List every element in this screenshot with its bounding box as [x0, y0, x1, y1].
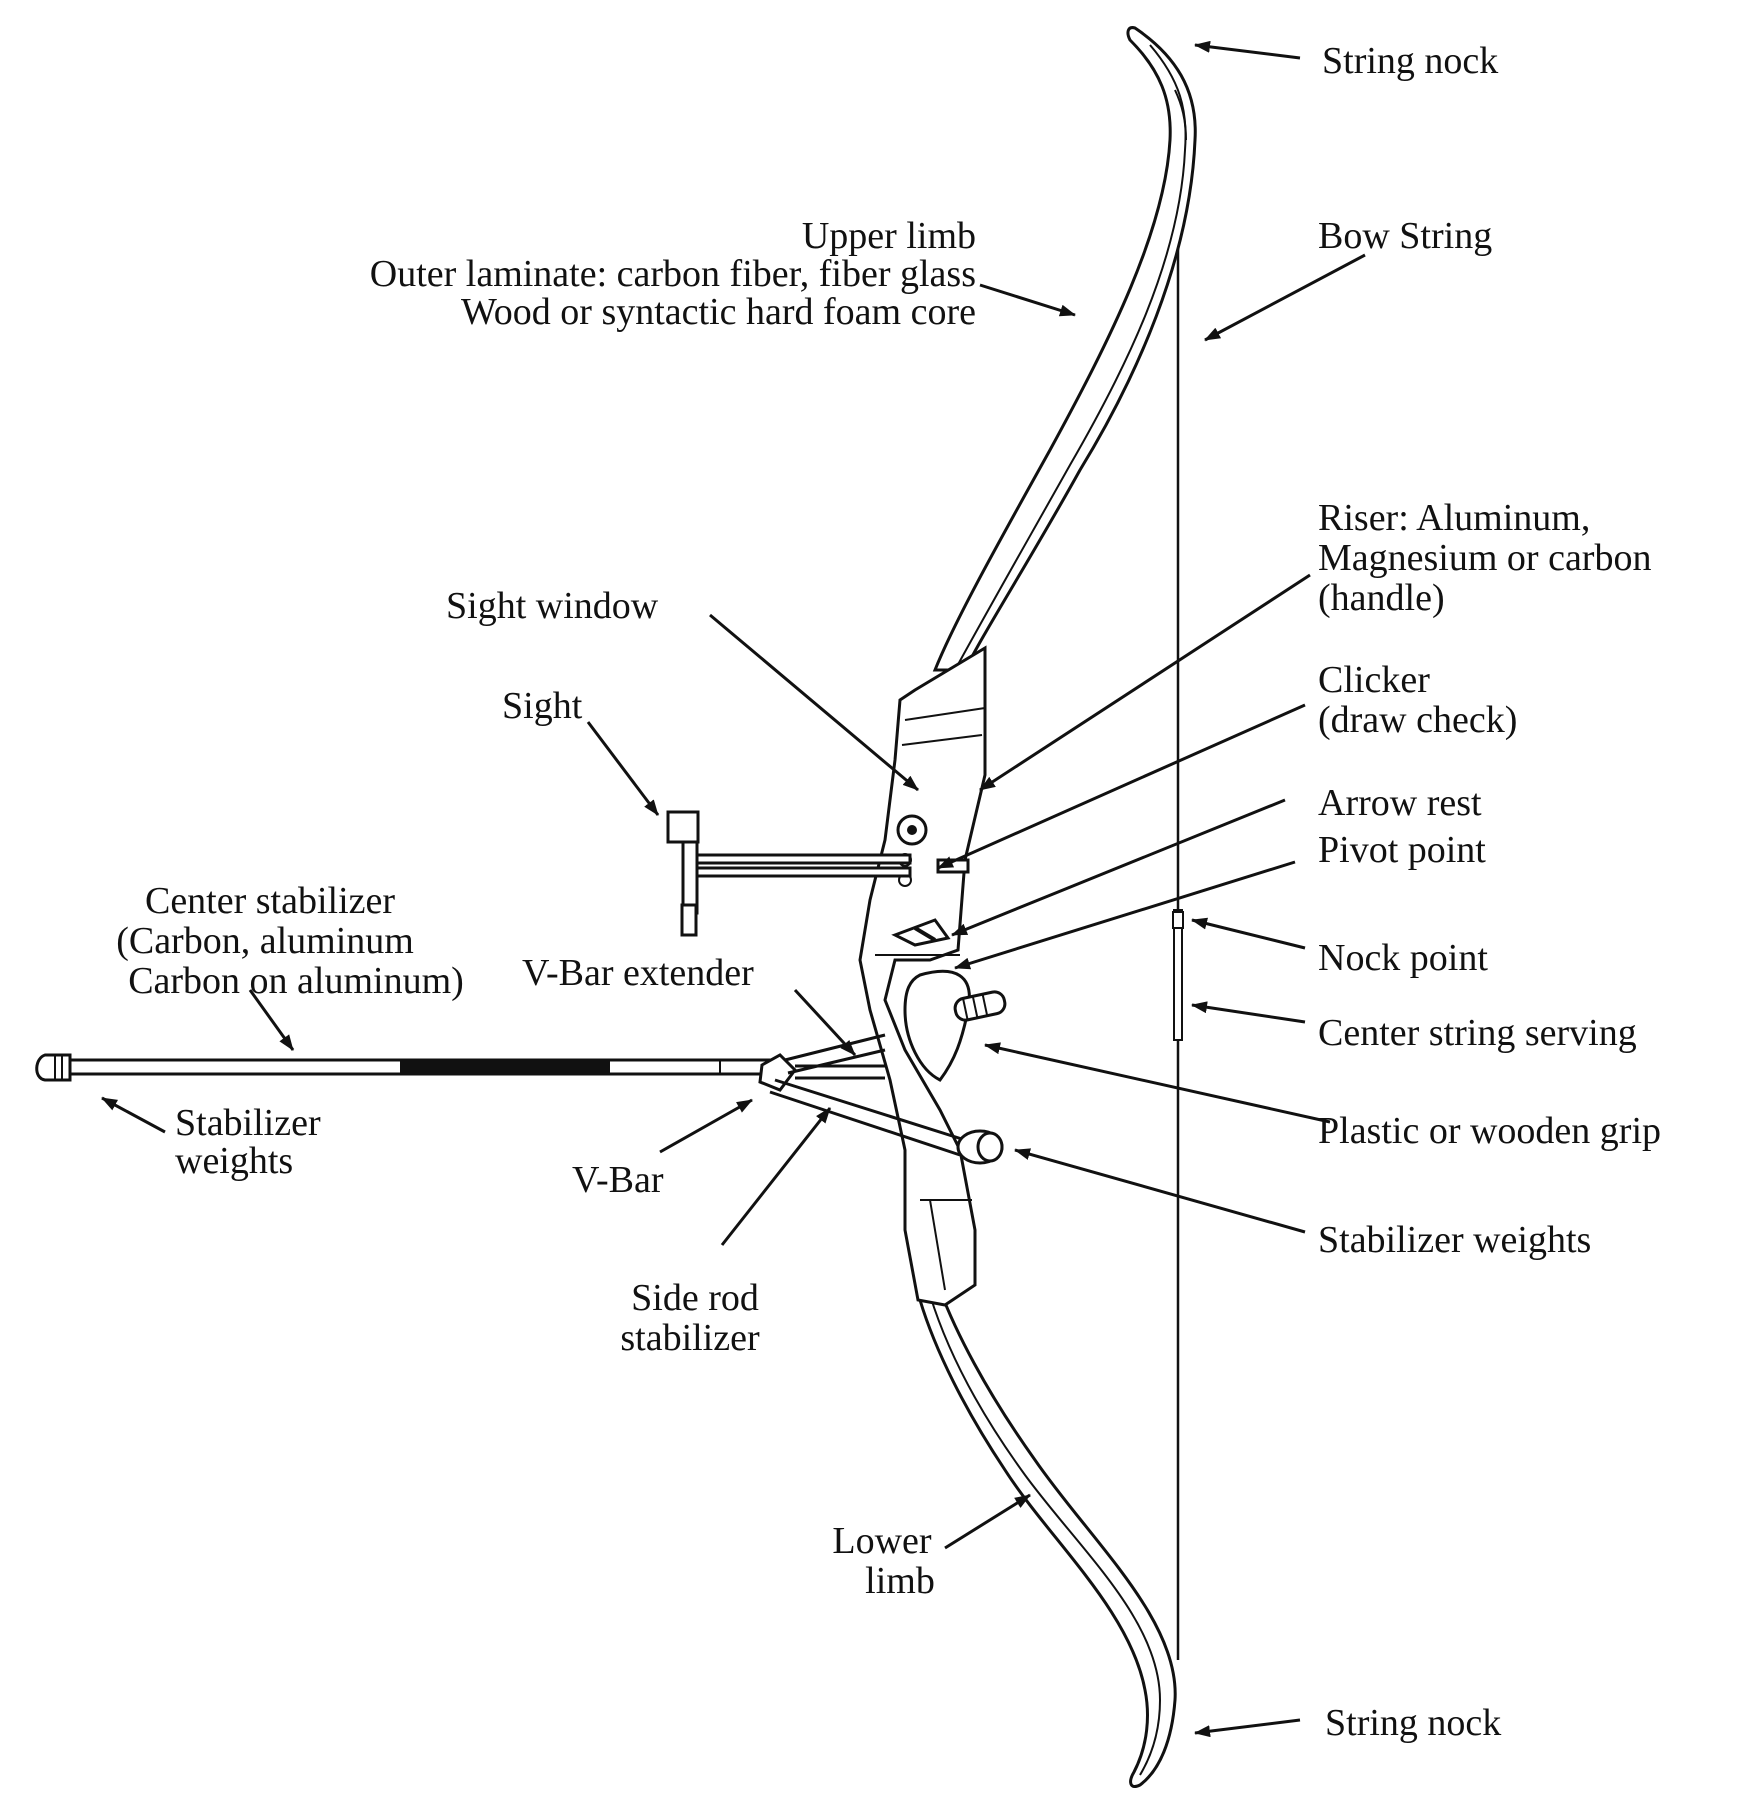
label-pivot-point: Pivot point — [1318, 829, 1486, 871]
arrow-clicker — [937, 703, 1306, 870]
arrow-upper-limb — [979, 283, 1076, 317]
label-stabilizer-weights-left-2: weights — [175, 1140, 293, 1182]
label-riser-1: Riser: Aluminum, — [1318, 497, 1590, 539]
label-side-rod-2: stabilizer — [620, 1317, 760, 1359]
label-string-nock-top: String nock — [1322, 40, 1498, 82]
label-arrow-rest: Arrow rest — [1318, 782, 1482, 824]
label-clicker-2: (draw check) — [1318, 699, 1517, 741]
arrow-stabilizer-weights-left — [101, 1096, 166, 1134]
label-v-bar: V-Bar — [572, 1159, 664, 1201]
arrow-bow-string — [1204, 253, 1366, 342]
arrow-v-bar-extender — [793, 988, 857, 1057]
label-stabilizer-weights-left-1: Stabilizer — [175, 1102, 321, 1144]
arrow-stabilizer-weights-right — [1014, 1148, 1306, 1234]
nock-point-part — [1172, 911, 1184, 929]
side-rod-stabilizer — [769, 1078, 1004, 1165]
upper-limb — [932, 26, 1197, 672]
arrow-sight-window — [709, 613, 919, 792]
label-riser-3: (handle) — [1318, 577, 1445, 619]
arrow-plastic-grip — [984, 1042, 1331, 1124]
label-upper-limb-2: Outer laminate: carbon fiber, fiber glas… — [370, 253, 976, 295]
grip-part — [903, 969, 971, 1082]
label-upper-limb-3: Wood or syntactic hard foam core — [461, 291, 976, 333]
sight — [666, 810, 912, 937]
arrow-string-nock-top — [1194, 40, 1301, 60]
arrow-sight — [586, 721, 660, 816]
label-v-bar-extender: V-Bar extender — [522, 952, 754, 994]
riser — [858, 645, 987, 1307]
v-bar — [758, 1033, 886, 1092]
label-center-string-serving: Center string serving — [1318, 1012, 1637, 1054]
center-string-serving-part — [1173, 909, 1183, 1041]
labels: String nock Bow String Upper limb Outer … — [116, 40, 1661, 1744]
arrow-arrow-rest — [951, 798, 1286, 937]
arrow-side-rod — [720, 1107, 832, 1246]
label-center-stabilizer-3: Carbon on aluminum) — [128, 960, 464, 1002]
label-center-stabilizer-1: Center stabilizer — [145, 880, 395, 922]
label-bow-string: Bow String — [1318, 215, 1492, 257]
label-sight-window: Sight window — [446, 585, 659, 627]
label-lower-limb-2: limb — [865, 1560, 935, 1602]
arrow-riser — [979, 573, 1311, 792]
arrow-pivot-point — [954, 860, 1296, 970]
label-upper-limb-1: Upper limb — [802, 215, 976, 257]
label-lower-limb-1: Lower — [832, 1520, 932, 1562]
arrow-center-string-serving — [1191, 1001, 1306, 1024]
label-stabilizer-weights-right: Stabilizer weights — [1318, 1219, 1591, 1261]
arrow-nock-point — [1191, 917, 1306, 950]
label-nock-point: Nock point — [1318, 937, 1488, 979]
label-sight: Sight — [502, 685, 583, 727]
leader-arrows — [101, 40, 1366, 1738]
arrow-center-stabilizer — [248, 989, 295, 1051]
label-side-rod-1: Side rod — [631, 1277, 759, 1319]
arrow-v-bar — [659, 1098, 753, 1154]
grip-stabilizer-weight — [953, 990, 1007, 1022]
label-plastic-grip: Plastic or wooden grip — [1318, 1110, 1661, 1152]
label-center-stabilizer-2: (Carbon, aluminum — [116, 920, 414, 962]
label-clicker-1: Clicker — [1318, 659, 1430, 701]
center-stabilizer — [35, 1053, 777, 1082]
bow-string — [1172, 110, 1184, 1660]
arrow-lower-limb — [944, 1493, 1031, 1550]
label-riser-2: Magnesium or carbon — [1318, 537, 1651, 579]
arrow-string-nock-bottom — [1194, 1718, 1301, 1738]
lower-limb — [918, 1287, 1177, 1788]
label-string-nock-bottom: String nock — [1325, 1702, 1501, 1744]
